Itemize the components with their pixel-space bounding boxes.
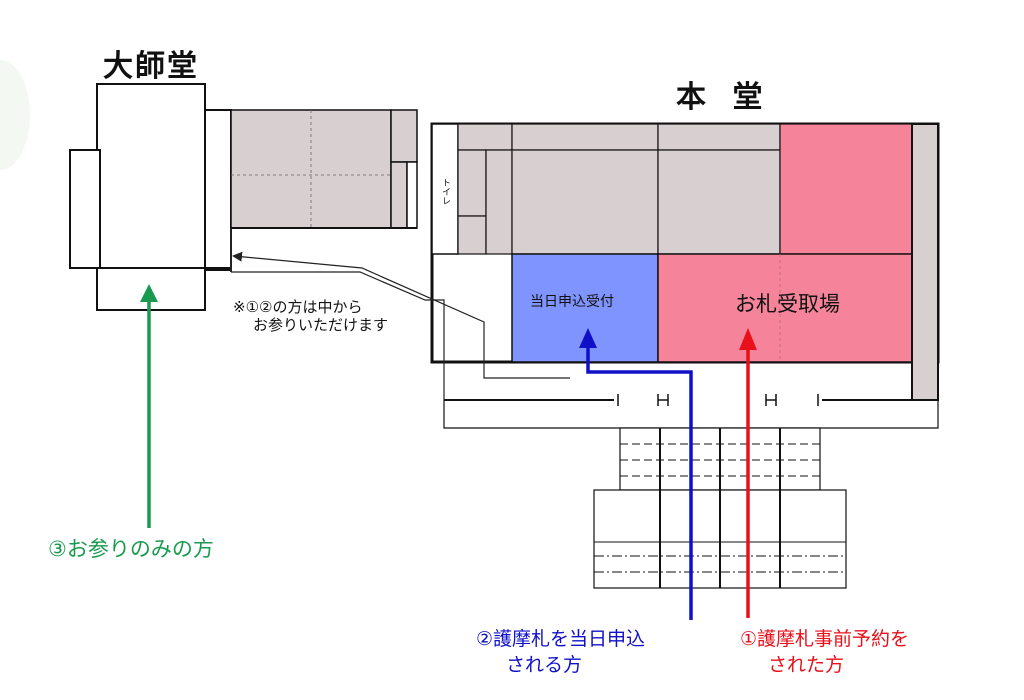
inner-sanctum-center xyxy=(657,149,781,255)
hondo-title: 本 堂 xyxy=(676,80,771,115)
toilet-room xyxy=(431,123,459,255)
blue-route-caption: ②護摩札を当日申込 される方 xyxy=(476,626,645,678)
daishido-corridor xyxy=(204,109,232,271)
red-route-arrow xyxy=(739,328,757,618)
blue-caption-line-1: ②護摩札を当日申込 xyxy=(476,628,646,650)
note-line-1: ※①②の方は中から xyxy=(233,298,363,316)
inner-sanctum-west xyxy=(511,149,659,255)
daishido-building xyxy=(69,83,232,311)
connecting-gallery xyxy=(230,109,418,229)
same-day-desk-label: 当日申込受付 xyxy=(530,294,614,310)
blue-caption-line-2: される方 xyxy=(506,654,583,676)
green-route-caption: ③お参りのみの方 xyxy=(48,537,214,561)
gallery-room xyxy=(230,109,392,229)
note-line-2: お参りいただけます xyxy=(253,316,389,334)
interior-route-path xyxy=(230,228,570,400)
front-steps xyxy=(593,427,847,589)
hondo-building xyxy=(430,122,940,401)
daishido-main-hall xyxy=(96,83,206,311)
daishido-west-wing xyxy=(69,149,101,269)
pickup-area-upper xyxy=(779,123,913,255)
interior-route-note: ※①②の方は中から お参りいただけます xyxy=(233,298,388,334)
pickup-area xyxy=(657,253,913,363)
red-caption-line-1: ①護摩札事前予約を xyxy=(740,628,910,650)
daishido-title: 大師堂 xyxy=(103,49,199,84)
green-route-arrow xyxy=(140,284,158,528)
east-corridor xyxy=(911,123,939,401)
red-route-caption: ①護摩札事前予約を された方 xyxy=(740,626,909,678)
red-caption-line-2: された方 xyxy=(768,654,845,676)
blue-route-arrow xyxy=(579,328,693,620)
toilet-label: トイレ xyxy=(440,178,450,205)
pickup-area-label: お札受取場 xyxy=(735,292,840,316)
